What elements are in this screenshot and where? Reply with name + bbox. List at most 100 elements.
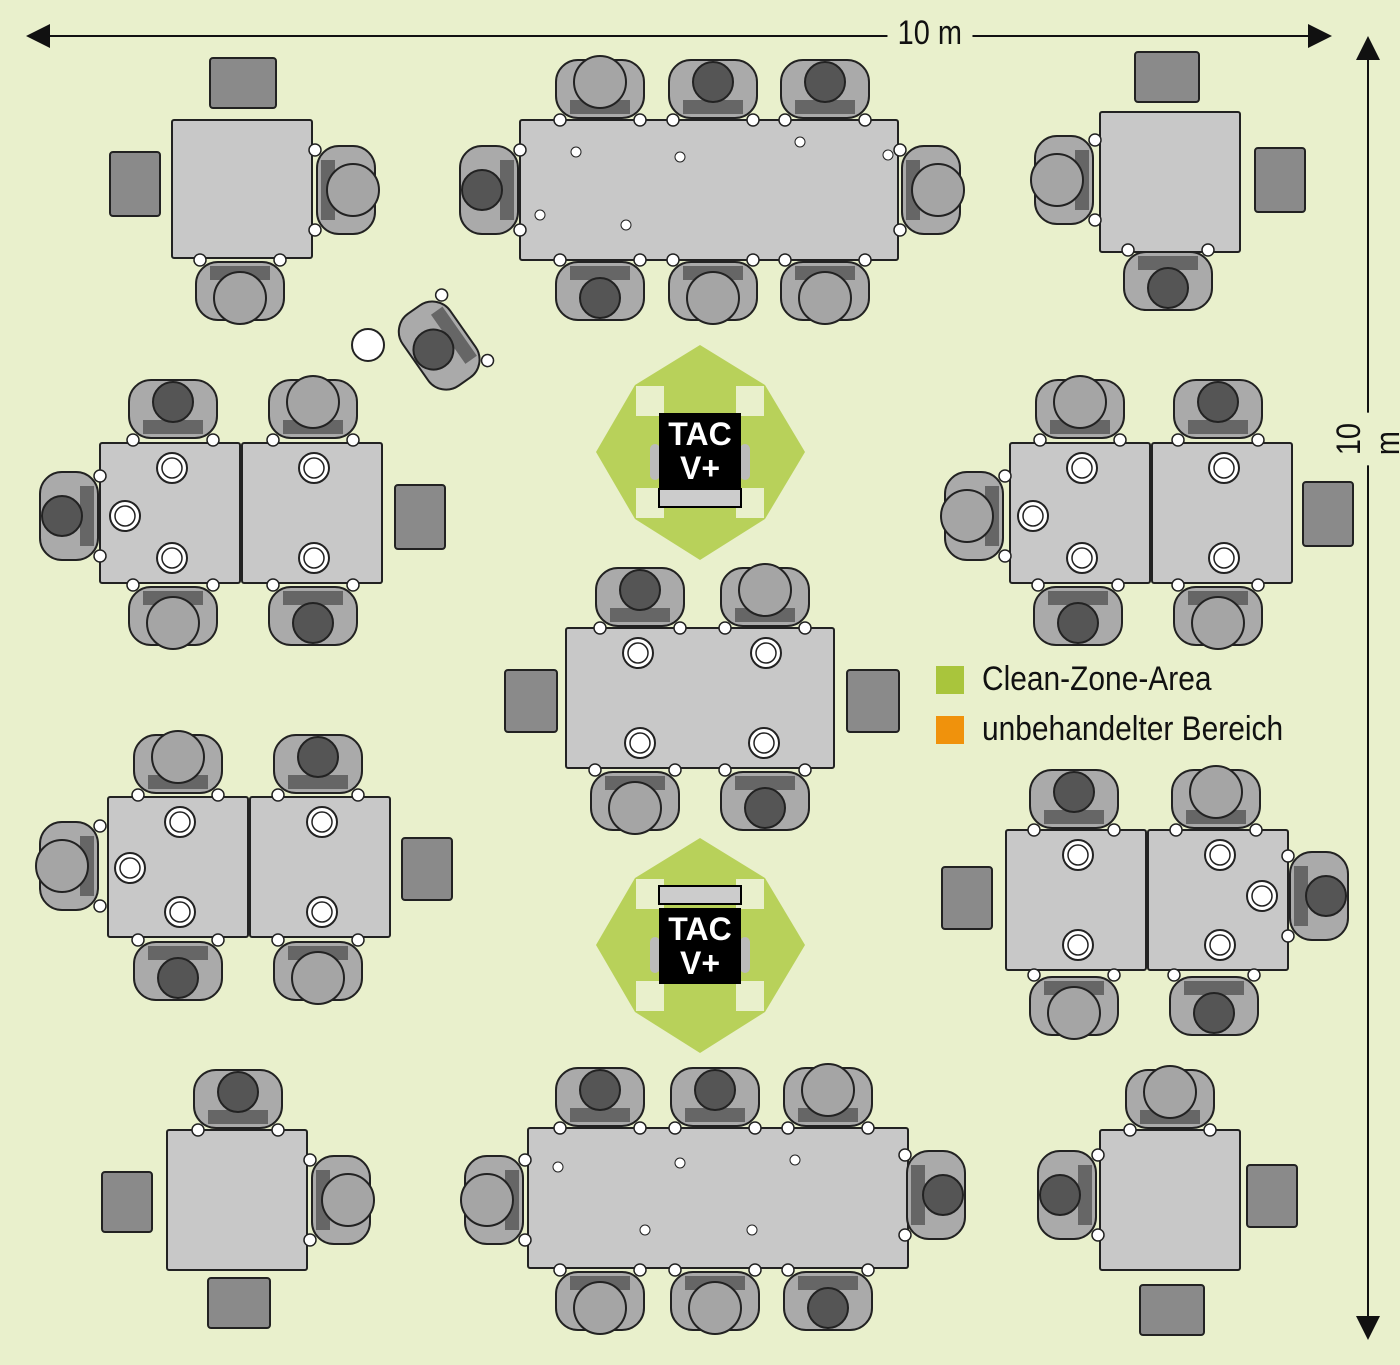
plate-rim <box>1209 934 1231 956</box>
hand <box>1249 823 1263 837</box>
hand <box>1123 1123 1137 1137</box>
person-head <box>1147 267 1189 309</box>
table <box>519 119 899 261</box>
hand <box>673 621 687 635</box>
table <box>99 442 241 584</box>
hand <box>588 763 602 777</box>
zone-gap <box>636 981 664 1011</box>
person-arm <box>798 1276 858 1290</box>
hand <box>303 1233 317 1247</box>
hand <box>718 621 732 635</box>
hand <box>271 788 285 802</box>
device-base <box>658 885 742 905</box>
person-icon <box>271 933 365 1005</box>
chair <box>209 57 277 109</box>
plate-rim <box>1213 457 1235 479</box>
hand <box>1091 1148 1105 1162</box>
hand <box>351 933 365 947</box>
person-hair <box>940 489 994 543</box>
person-hair <box>608 781 662 835</box>
person-head <box>807 1287 849 1329</box>
plate-rim <box>1071 547 1093 569</box>
hand <box>131 933 145 947</box>
person-hair <box>1030 153 1084 207</box>
tac-device-line2: V+ <box>679 945 721 981</box>
plate-rim <box>311 901 333 923</box>
hand <box>93 469 107 483</box>
hand <box>271 933 285 947</box>
person-icon <box>191 1069 285 1137</box>
person-hair <box>911 163 965 217</box>
table <box>1099 111 1241 253</box>
hand <box>93 899 107 913</box>
plate-rim <box>119 857 141 879</box>
hand <box>518 1233 532 1247</box>
hand <box>666 113 680 127</box>
plate-rim <box>1067 844 1089 866</box>
table <box>166 1129 308 1271</box>
person-hair <box>286 375 340 429</box>
plate-rim <box>755 642 777 664</box>
hand <box>861 1121 875 1135</box>
hand <box>1111 578 1125 592</box>
hand <box>633 1263 647 1277</box>
person-hair <box>738 563 792 617</box>
person-arm <box>500 160 514 220</box>
plate-rim <box>753 732 775 754</box>
hand <box>1031 578 1045 592</box>
person-icon <box>593 567 687 635</box>
glass-icon <box>674 1157 686 1169</box>
hand <box>553 1263 567 1277</box>
person-icon <box>308 143 380 237</box>
table <box>1151 442 1293 584</box>
glass-icon <box>789 1154 801 1166</box>
tac-device-line1: TAC <box>668 416 732 452</box>
hand <box>718 763 732 777</box>
person-icon <box>718 763 812 831</box>
hand <box>131 788 145 802</box>
person-icon <box>553 1263 647 1335</box>
person-hair <box>460 1173 514 1227</box>
device-wheel <box>740 444 750 480</box>
person-hair <box>686 271 740 325</box>
person-icon <box>460 1153 532 1247</box>
glass-icon <box>534 209 546 221</box>
plate-rim <box>629 732 651 754</box>
hand <box>1113 433 1127 447</box>
person-hair <box>1189 765 1243 819</box>
person-icon <box>666 253 760 325</box>
height-dimension-label: 10 m <box>1330 412 1400 466</box>
chair <box>1134 51 1200 103</box>
person-head <box>297 736 339 778</box>
serving-plate-icon <box>351 328 385 362</box>
person-head <box>922 1174 964 1216</box>
hand <box>193 253 207 267</box>
person-icon <box>1037 1148 1105 1242</box>
hand <box>1171 433 1185 447</box>
plate-rim <box>1251 885 1273 907</box>
person-icon <box>126 578 220 650</box>
hand <box>553 1121 567 1135</box>
hand <box>898 1228 912 1242</box>
hand <box>668 763 682 777</box>
hand <box>126 578 140 592</box>
hand <box>893 143 907 157</box>
chair <box>401 837 453 901</box>
person-icon <box>666 59 760 127</box>
hand <box>266 433 280 447</box>
hand <box>748 1263 762 1277</box>
person-arm <box>795 100 855 114</box>
hand <box>1281 849 1295 863</box>
hand <box>346 578 360 592</box>
hand <box>1251 433 1265 447</box>
arrow-right-shape <box>765 385 805 519</box>
person-head <box>1305 875 1347 917</box>
hand <box>308 143 322 157</box>
person-hair <box>573 1281 627 1335</box>
person-hair <box>213 271 267 325</box>
hand <box>93 819 107 833</box>
person-icon <box>778 59 872 127</box>
hand <box>553 113 567 127</box>
hand <box>1027 968 1041 982</box>
